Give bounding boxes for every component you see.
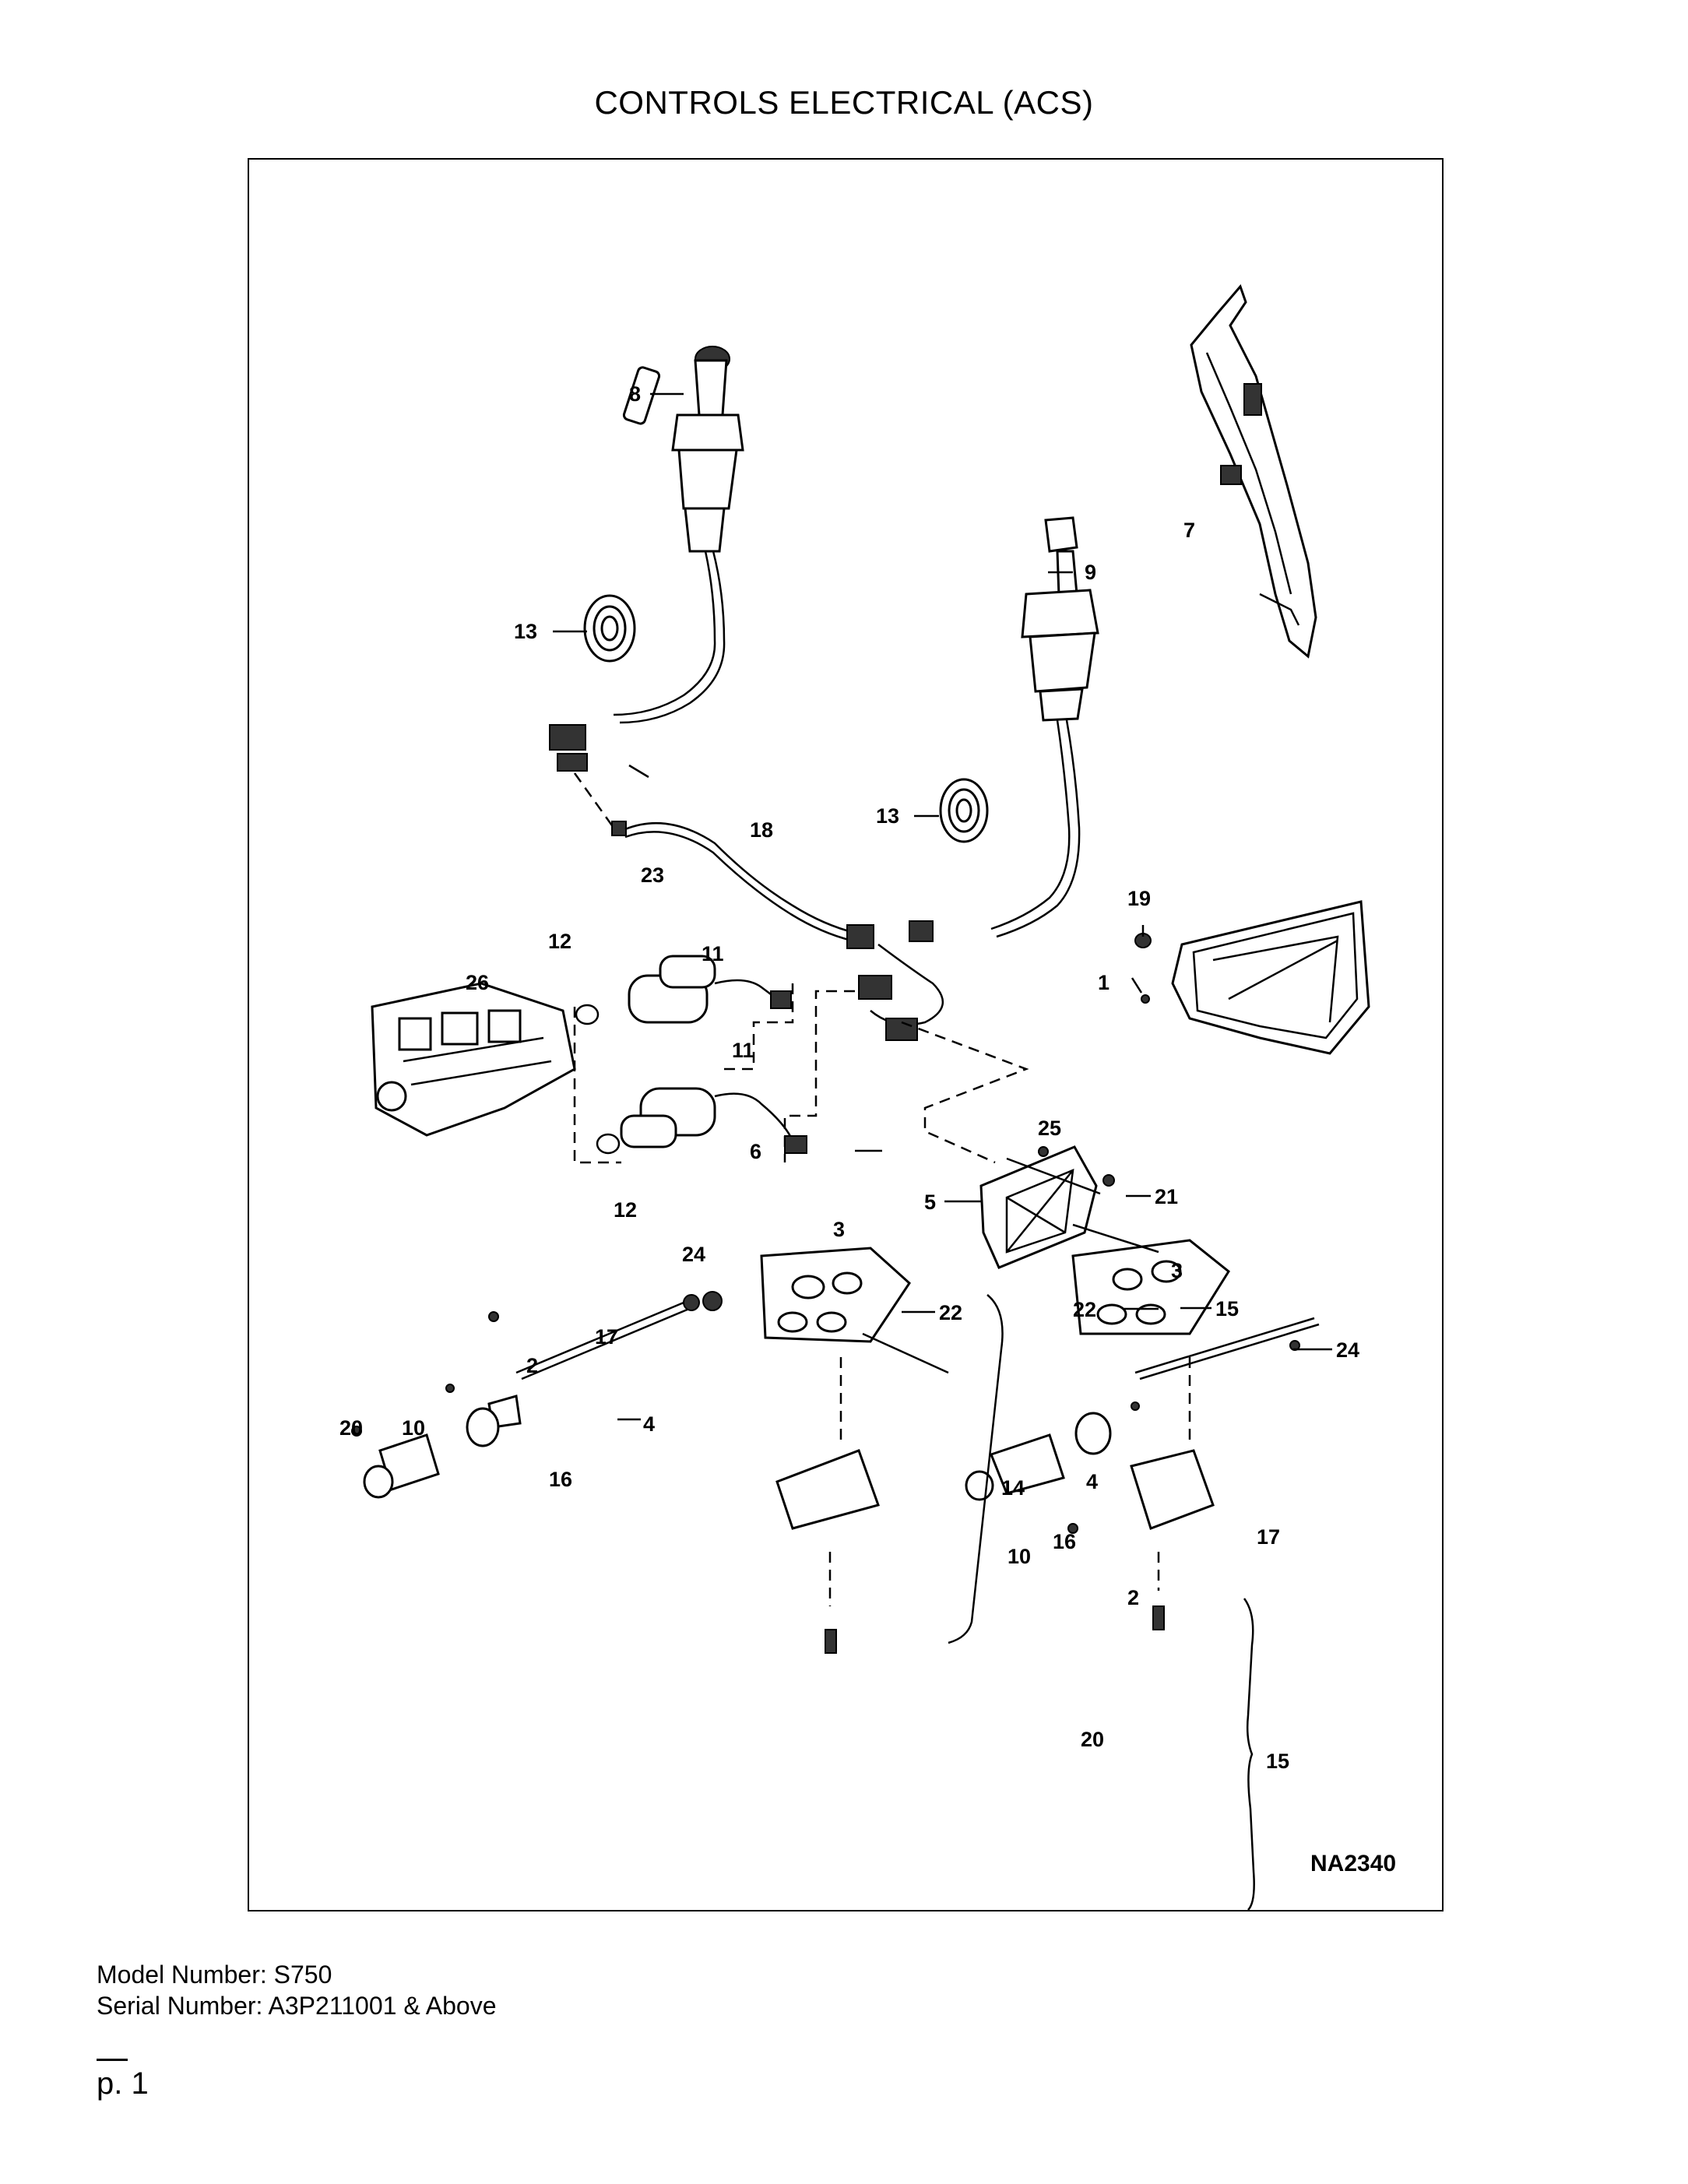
figure-id: NA2340 (1310, 1851, 1396, 1876)
serial-number: Serial Number: A3P211001 & Above (97, 1992, 497, 2020)
callout-22: 22 (1073, 1298, 1096, 1321)
callout-12: 12 (548, 930, 571, 953)
o-ring-lower (596, 1133, 621, 1155)
callout-21: 21 (1155, 1185, 1178, 1208)
callout-11: 11 (732, 1039, 754, 1062)
callout-17: 17 (1257, 1525, 1280, 1549)
callout-10: 10 (1008, 1545, 1031, 1568)
callout-labels: 1 2 2 3 3 4 4 5 6 7 8 9 10 10 11 11 12 1… (339, 382, 1396, 1876)
diagram-frame (248, 158, 1444, 1911)
page-title: CONTROLS ELECTRICAL (ACS) (594, 84, 1094, 121)
group-bracket-15 (1243, 1598, 1255, 1911)
wiring-harness (549, 724, 944, 1041)
callout-16: 16 (549, 1468, 572, 1491)
exploded-parts-diagram: 1 2 2 3 3 4 4 5 6 7 8 9 10 10 11 11 12 1… (339, 284, 1396, 1911)
callout-20: 20 (1081, 1728, 1104, 1751)
callout-16: 16 (1053, 1530, 1076, 1553)
bracket (979, 1145, 1115, 1269)
solenoid-upper (628, 955, 792, 1024)
callout-1: 1 (1098, 971, 1110, 994)
callout-14: 14 (1001, 1476, 1025, 1500)
callout-20: 20 (339, 1416, 363, 1440)
cover-plate (1134, 900, 1370, 1055)
callout-5: 5 (924, 1190, 936, 1214)
callout-6: 6 (750, 1140, 761, 1163)
callout-15: 15 (1215, 1297, 1239, 1321)
callout-24: 24 (682, 1243, 705, 1266)
callout-4: 4 (643, 1412, 655, 1436)
callout-7: 7 (1183, 519, 1195, 542)
callout-11: 11 (702, 942, 724, 965)
callout-13: 13 (514, 620, 537, 643)
left-pedal-assembly (351, 1247, 949, 1654)
page-divider (97, 2059, 128, 2061)
right-side-panel (1190, 284, 1317, 659)
callout-19: 19 (1127, 887, 1151, 910)
callout-9: 9 (1085, 561, 1096, 584)
callout-15: 15 (1266, 1750, 1289, 1773)
o-ring-upper (575, 1004, 600, 1025)
solenoid-lower (620, 1087, 807, 1154)
left-joystick (613, 346, 744, 724)
callout-26: 26 (466, 971, 489, 994)
group-bracket-14 (948, 1294, 1004, 1644)
callout-2: 2 (526, 1354, 538, 1377)
callout-25: 25 (1038, 1117, 1061, 1140)
model-number: Model Number: S750 (97, 1961, 332, 1989)
callout-24: 24 (1336, 1338, 1359, 1362)
valve-body (371, 982, 576, 1137)
callout-3: 3 (833, 1218, 845, 1241)
callout-22: 22 (939, 1301, 962, 1324)
dashed-line-c (901, 1021, 1029, 1164)
callout-3: 3 (1171, 1259, 1183, 1282)
boot-left (583, 594, 636, 663)
boot-right (939, 778, 989, 843)
dashed-line-a (723, 983, 794, 1071)
callout-2: 2 (1127, 1586, 1139, 1609)
callout-4: 4 (1086, 1470, 1098, 1493)
callout-17: 17 (595, 1325, 618, 1349)
callout-23: 23 (641, 863, 664, 887)
right-pedal-assembly (965, 1157, 1320, 1630)
dashed-line-d (573, 1007, 621, 1164)
page-number: p. 1 (97, 2066, 149, 2101)
dashed-line-b (783, 990, 855, 1162)
callout-12: 12 (614, 1198, 637, 1222)
callout-13: 13 (876, 804, 899, 828)
callout-18: 18 (750, 818, 773, 842)
callout-8: 8 (629, 382, 641, 406)
callout-10: 10 (402, 1416, 425, 1440)
right-joystick (990, 516, 1099, 938)
leader-lines (553, 392, 1332, 1421)
